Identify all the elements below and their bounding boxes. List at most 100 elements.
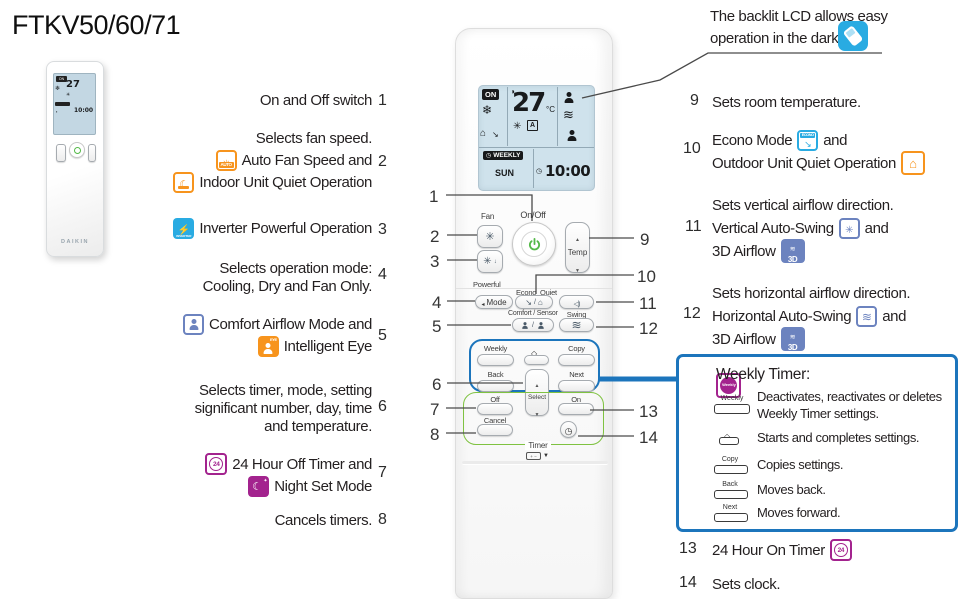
desc-auto-fan: AUTO Auto Fan Speed and (215, 148, 373, 172)
desc-24on: 24 Hour On Timer 24 (712, 538, 852, 562)
enter-key (719, 437, 739, 445)
weekly-button (477, 354, 514, 366)
desc-text: Sets clock. (712, 575, 781, 593)
callout-8: 8 (430, 425, 440, 444)
weekly-row-text: Starts and completes settings. (757, 430, 920, 445)
weekly-key (714, 404, 750, 414)
desc-text: Night Set Mode (274, 477, 372, 495)
desc-clock: Sets clock. (712, 572, 781, 596)
desc-text: 24 Hour Off Timer and (232, 455, 372, 473)
lcd-fan-icon: ✳ (513, 121, 522, 132)
3d-airflow-icon: 3D (780, 239, 805, 264)
mini-fan-icon: ✳ (66, 92, 71, 98)
item-number-3: 3 (378, 221, 387, 238)
off-timer-button (477, 403, 513, 415)
item-number-13: 13 (679, 540, 697, 557)
callout-7: 7 (430, 400, 440, 419)
battery-arrow-icon: ▼ (543, 453, 549, 459)
lcd-cooling-icon: ❄ (482, 103, 493, 117)
mini-fan-button (56, 144, 66, 162)
lcd-auto-badge: A (527, 120, 538, 131)
callout-10: 10 (637, 267, 656, 286)
mini-snowflake-icon: ❄ (55, 86, 61, 92)
lcd-divider (557, 87, 558, 146)
desc-text: Inverter Powerful Operation (199, 219, 372, 237)
desc-text: Comfort Airflow Mode and (209, 315, 372, 333)
desc-text: Auto Fan Speed and (241, 151, 373, 169)
page-title: FTKV50/60/71 (12, 10, 181, 40)
desc-text: Vertical Auto-Swing (712, 219, 834, 237)
weekly-row-text: Deactivates, reactivates or deletes (757, 389, 942, 404)
enter-button (524, 355, 549, 365)
select-label: Select (527, 394, 547, 401)
callout-5: 5 (432, 317, 442, 336)
battery-icon (526, 452, 541, 460)
desc-room-temp: Sets room temperature. (712, 90, 861, 114)
desc-timer1: Selects timer, mode, setting (199, 378, 372, 402)
lcd-time: 10:00 (545, 162, 591, 180)
backlit-note-line1: The backlit LCD allows easy (710, 8, 888, 25)
next-key-label: Next (722, 504, 738, 511)
inverter-powerful-icon: INVERTER (173, 217, 195, 239)
lcd-on-badge: ON (482, 89, 500, 100)
copy-button (558, 354, 595, 366)
item-number-5: 5 (378, 327, 387, 344)
back-button (477, 380, 514, 392)
desc-text: On and Off switch (259, 91, 373, 109)
off-button-label: Off (490, 395, 500, 404)
weekly-box-title: Weekly Timer: (716, 366, 810, 383)
next-key (714, 513, 748, 522)
weekly-row-text: Moves back. (757, 482, 826, 497)
desc-text: Sets horizontal airflow direction. (712, 284, 911, 302)
vertical-auto-swing-icon (838, 217, 860, 239)
auto-fan-speed-icon: AUTO (215, 149, 237, 171)
back-key (714, 490, 748, 499)
clock-icon (565, 421, 573, 439)
power-icon (521, 231, 547, 257)
comfort-sensor-label: Comfort / Sensor (508, 310, 558, 317)
comfort-airflow-icon (183, 313, 205, 335)
mini-brand-logo: DAIKIN (61, 239, 89, 245)
desc-24off: 24 24 Hour Off Timer and (205, 452, 372, 476)
lcd-outdoor-quiet-icon: ⌂ (480, 128, 487, 139)
desc-text: 3D Airflow (712, 330, 776, 348)
item-number-6: 6 (378, 398, 387, 415)
lcd-temp-unit: °C (546, 105, 555, 114)
lcd-divider (533, 149, 534, 188)
callout-13: 13 (639, 402, 658, 421)
comfort-sensor-button: / (512, 318, 554, 332)
backlit-note-line2: operation in the dark. (710, 30, 843, 47)
item-number-12: 12 (683, 305, 701, 322)
on-timer-button (558, 403, 594, 415)
fan-speed-button: ✳ (477, 225, 503, 248)
copy-button-label: Copy (568, 344, 585, 353)
desc-text: and temperature. (264, 417, 372, 435)
intelligent-eye-icon: EYE (257, 335, 279, 357)
callout-2: 2 (430, 227, 440, 246)
desc-outdoor-quiet: Outdoor Unit Quiet Operation (712, 151, 925, 175)
econo-quiet-button: ↘/⌂ (515, 295, 553, 309)
indoor-unit-quiet-icon (173, 171, 195, 193)
desc-text: Horizontal Auto-Swing (712, 307, 852, 325)
clock-button (560, 421, 577, 438)
next-button (558, 380, 595, 392)
select-up-icon (535, 374, 540, 392)
desc-3d-airflow-h: 3D Airflow 3D (712, 327, 805, 352)
desc-mode2: Cooling, Dry and Fan Only. (203, 274, 373, 298)
indoor-quiet-button (559, 295, 594, 309)
quiet-house-icon: ⌂ (537, 297, 543, 307)
item-number-14: 14 (679, 574, 697, 591)
desc-text: Selects fan speed. (255, 129, 373, 147)
desc-fan-speed: Selects fan speed. (255, 126, 373, 150)
sensor-person-icon (538, 322, 544, 329)
mini-power-icon (73, 146, 81, 154)
callout-11: 11 (639, 294, 657, 313)
desc-text: Selects operation mode: (219, 259, 372, 277)
desc-horizontal-airflow: Sets horizontal airflow direction. (712, 281, 911, 305)
mini-lcd-on-badge: ON (56, 76, 67, 82)
lcd-comfort-icon (564, 90, 574, 108)
on-off-button (512, 222, 556, 266)
item-number-2: 2 (378, 153, 387, 170)
3d-airflow-icon: 3D (780, 327, 805, 352)
